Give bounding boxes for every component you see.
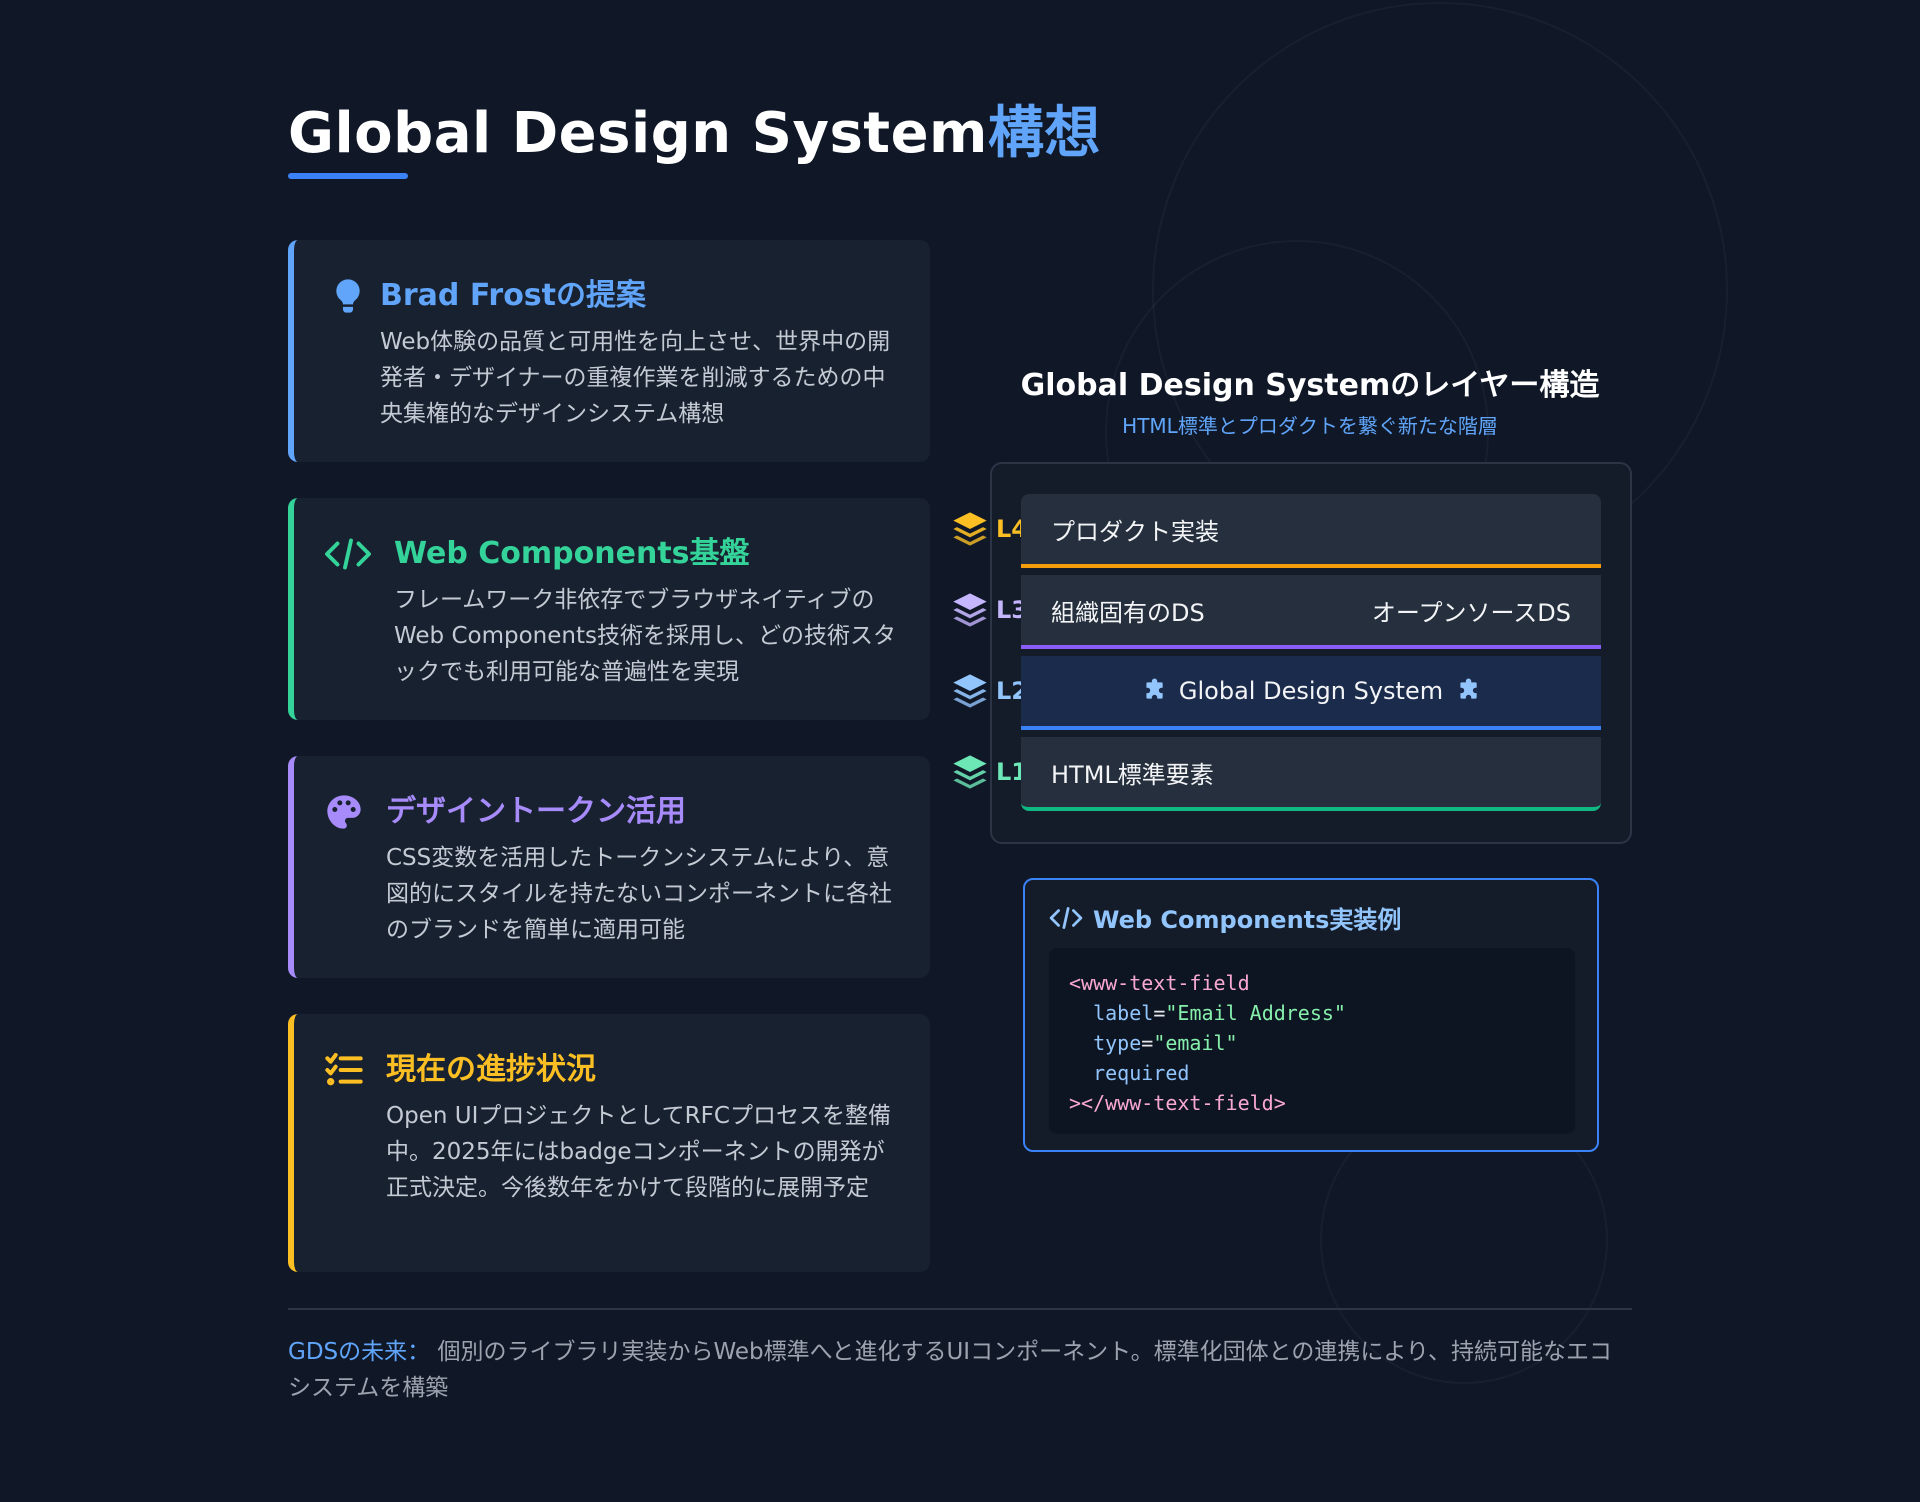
code-example-title: Web Components実装例 <box>1049 900 1401 935</box>
lightbulb-icon <box>328 276 368 316</box>
card-web-components: Web Components基盤 フレームワーク非依存でブラウザネイティブのWe… <box>288 498 930 720</box>
card-title: Web Components基盤 <box>394 536 750 571</box>
checklist-icon <box>324 1050 364 1090</box>
code-tag-close: ></www-text-field> <box>1069 1091 1286 1115</box>
card-body: フレームワーク非依存でブラウザネイティブのWeb Components技術を採用… <box>394 587 896 685</box>
card-title: Brad Frostの提案 <box>380 278 647 313</box>
page-title-main: Global Design System <box>288 101 988 166</box>
title-underline <box>288 173 408 179</box>
layer-label-l4: L4 <box>950 504 1028 554</box>
footer-lead: GDSの未来： <box>288 1339 431 1365</box>
code-example-panel: Web Components実装例 <www-text-field label=… <box>1023 878 1599 1152</box>
code-string: "Email Address" <box>1165 1001 1346 1025</box>
code-attr: required <box>1093 1061 1190 1085</box>
card-design-tokens: デザイントークン活用 CSS変数を活用したトークンシステムにより、意図的にスタイ… <box>288 756 930 978</box>
card-title: 現在の進捗状況 <box>386 1052 596 1087</box>
layer-label-l2: L2 <box>950 666 1028 716</box>
layer-text: HTML標準要素 <box>1051 760 1214 789</box>
code-example-title-text: Web Components実装例 <box>1093 906 1402 934</box>
layer-text-right: オープンソースDS <box>1371 598 1571 627</box>
code-equals: = <box>1141 1031 1154 1055</box>
code-tag-open: <www-text-field <box>1069 971 1250 995</box>
code-string: "email" <box>1153 1031 1238 1055</box>
diagram-title: Global Design Systemのレイヤー構造 <box>1020 368 1600 403</box>
layer-group-icon <box>953 674 987 708</box>
code-equals: = <box>1153 1001 1166 1025</box>
puzzle-icon <box>1141 678 1167 704</box>
layer-group-icon <box>953 512 987 546</box>
card-body: Open UIプロジェクトとしてRFCプロセスを整備中。2025年にはbadge… <box>386 1103 891 1201</box>
card-body: CSS変数を活用したトークンシステムにより、意図的にスタイルを持たないコンポーネ… <box>386 845 892 943</box>
layer-text: Global Design System <box>1178 677 1444 705</box>
code-attr: label <box>1093 1001 1154 1025</box>
code-icon <box>324 534 372 574</box>
footer-text: 個別のライブラリ実装からWeb標準へと進化するUIコンポーネント。標準化団体との… <box>288 1339 1612 1401</box>
card-progress: 現在の進捗状況 Open UIプロジェクトとしてRFCプロセスを整備中。2025… <box>288 1014 930 1272</box>
code-attr: type <box>1093 1031 1142 1055</box>
page-title: Global Design System構想 <box>288 88 1101 169</box>
card-title: デザイントークン活用 <box>386 794 686 829</box>
layer-l1-html: HTML標準要素 <box>1021 737 1601 811</box>
code-block: <www-text-field label="Email Address" ty… <box>1049 948 1575 1134</box>
layer-label-l3: L3 <box>950 585 1028 635</box>
layer-l4-product: プロダクト実装 <box>1021 494 1601 568</box>
layer-group-icon <box>953 593 987 627</box>
diagram-subtitle: HTML標準とプロダクトを繋ぐ新たな階層 <box>1122 414 1498 438</box>
page-title-accent: 構想 <box>987 101 1101 166</box>
layer-l3-org-ds: 組織固有のDS オープンソースDS <box>1021 575 1601 649</box>
layer-group-icon <box>953 755 987 789</box>
footer-divider <box>288 1308 1632 1310</box>
card-body: Web体験の品質と可用性を向上させ、世界中の開発者・デザイナーの重複作業を削減す… <box>380 329 891 427</box>
footer-note: GDSの未来： 個別のライブラリ実装からWeb標準へと進化するUIコンポーネント… <box>288 1334 1632 1406</box>
palette-icon <box>324 792 364 832</box>
layer-l2-gds: Global Design System <box>1021 656 1601 730</box>
layer-text-left: 組織固有のDS <box>1051 598 1205 627</box>
card-brad-frost: Brad Frostの提案 Web体験の品質と可用性を向上させ、世界中の開発者・… <box>288 240 930 462</box>
layer-label-l1: L1 <box>950 747 1028 797</box>
puzzle-icon <box>1455 678 1481 704</box>
layer-text: プロダクト実装 <box>1051 517 1219 546</box>
code-icon <box>1049 906 1083 929</box>
